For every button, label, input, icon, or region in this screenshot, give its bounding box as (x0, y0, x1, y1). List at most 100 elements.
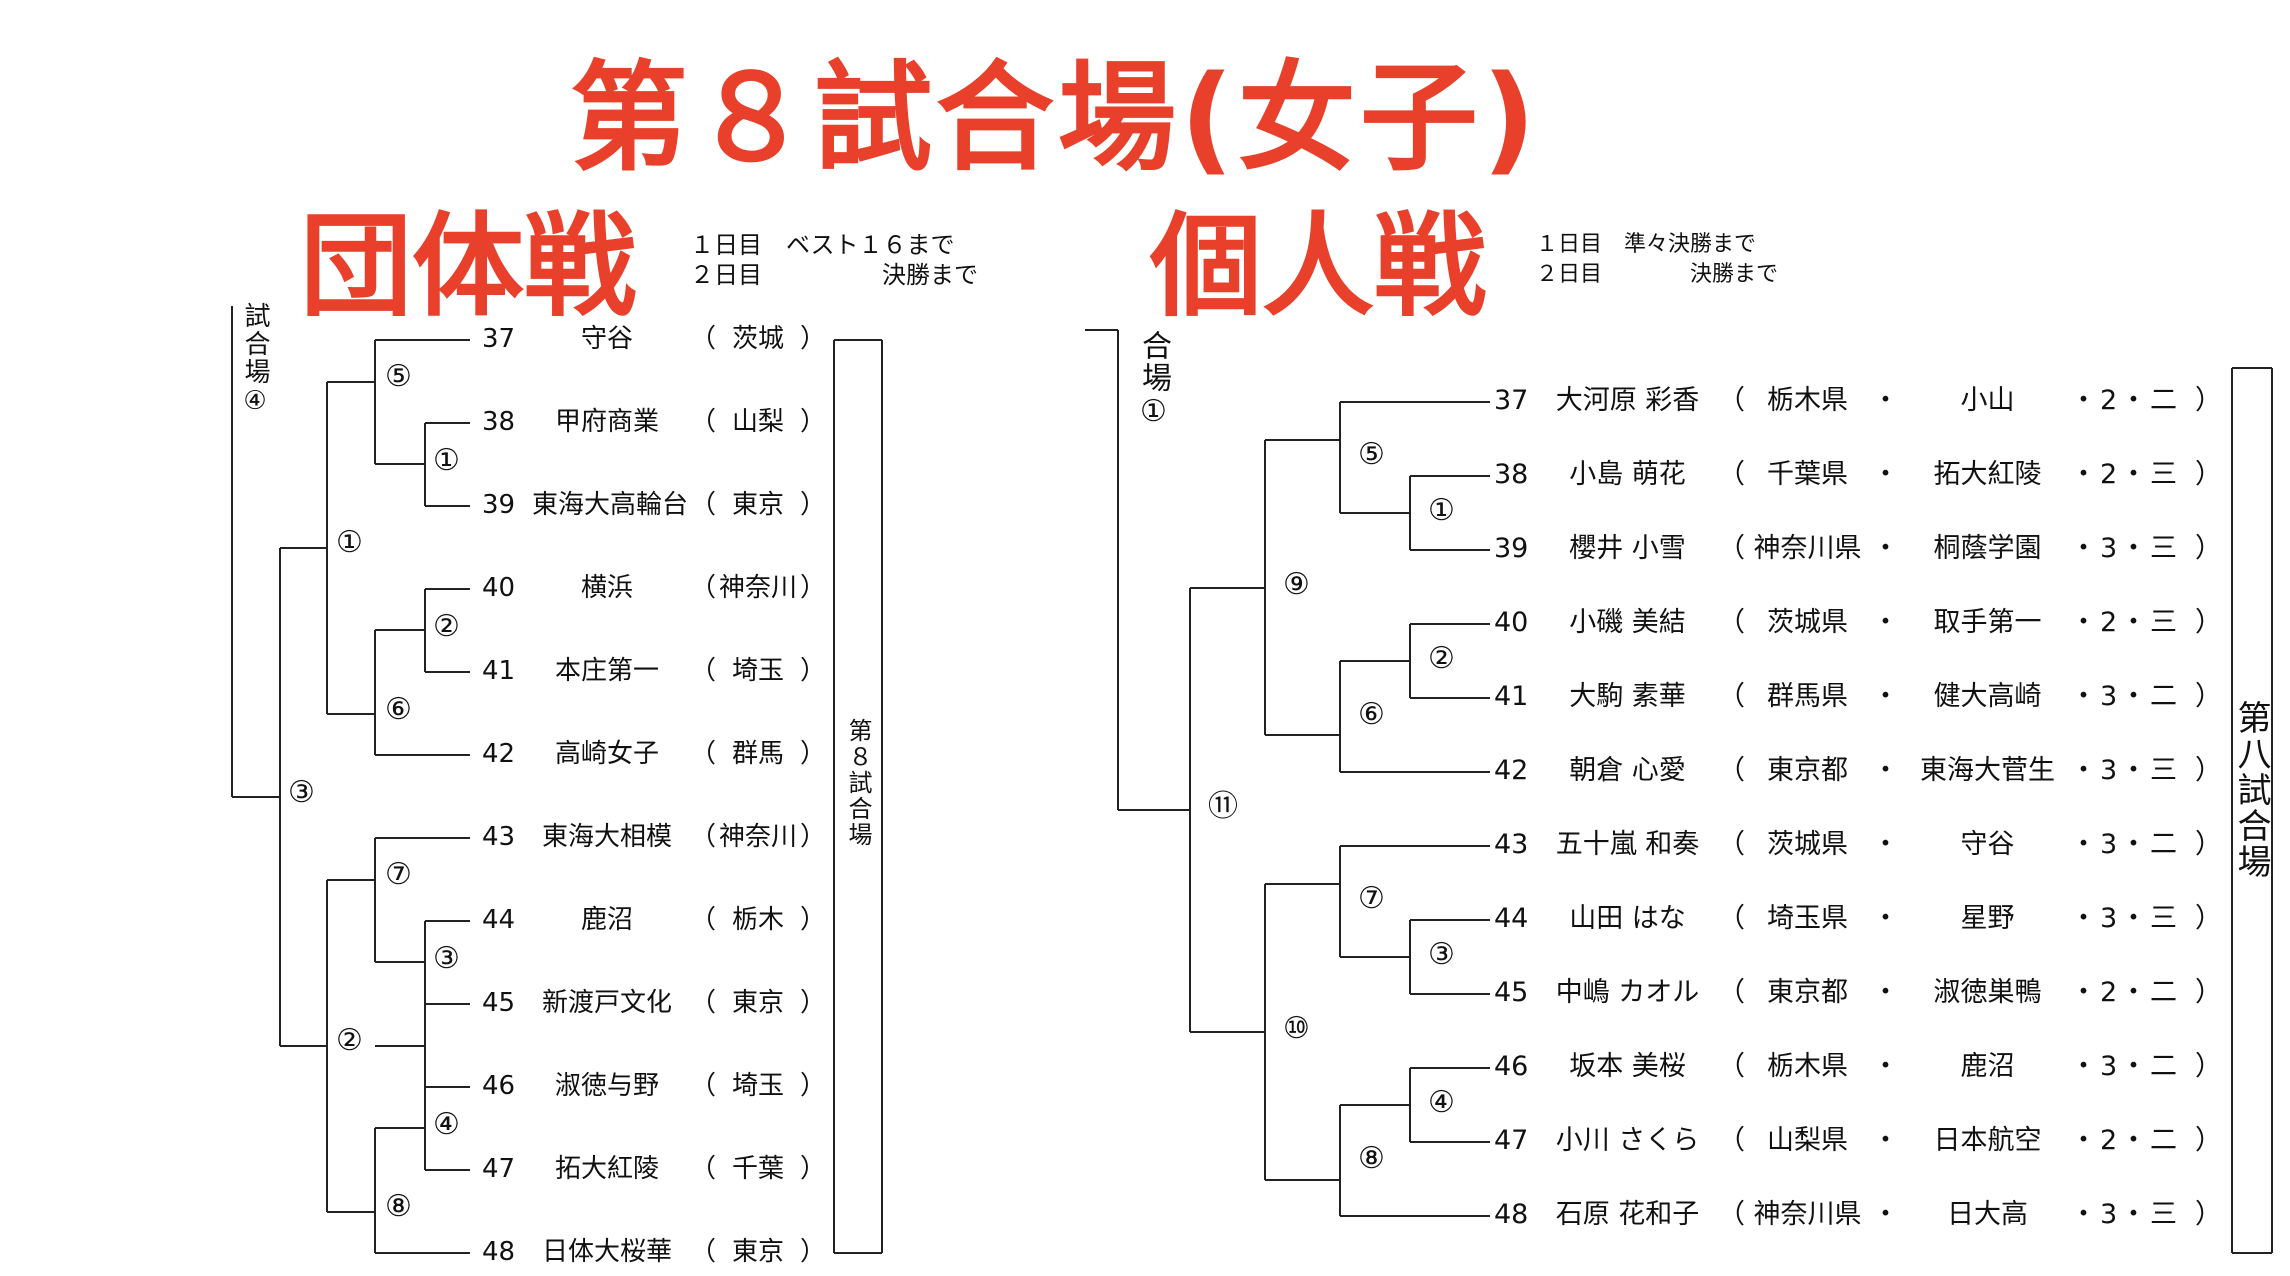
team-entry-prefecture: 東京 (731, 988, 784, 1018)
individual-entry-prefecture: 山梨県 (1767, 1125, 1848, 1156)
team-entry-close-paren: ） (800, 1071, 827, 1101)
individual-entry-year: 二 (2150, 1051, 2177, 1082)
individual-entry-separator: ・ (1872, 829, 1899, 860)
team-entry-number: 43 (482, 822, 516, 852)
individual-match-label: ① (1428, 493, 1455, 528)
team-entry-open-paren: （ (690, 656, 717, 686)
individual-entry-name: 大駒 素華 (1569, 681, 1686, 712)
team-match-label: ③ (288, 775, 315, 810)
individual-entry-name: 小磯 美結 (1569, 607, 1686, 638)
team-entry-number: 46 (482, 1071, 516, 1101)
individual-entry-year: 二 (2150, 977, 2177, 1008)
team-match-label: ⑥ (385, 692, 412, 727)
individual-entry-separator: ・ (2070, 681, 2097, 712)
individual-entry-number: 37 (1494, 385, 1529, 416)
team-schedule: １日目 ベスト１６まで ２日目 決勝まで (690, 230, 978, 290)
team-entry-open-paren: （ (690, 1071, 717, 1101)
individual-entry-separator: ・ (2070, 607, 2097, 638)
team-match-label: ⑤ (385, 359, 412, 394)
individual-entry-year: 三 (2150, 533, 2177, 564)
team-entry-number: 38 (482, 407, 516, 437)
team-entry-close-paren: ） (800, 905, 827, 935)
individual-entry-school: 星野 (1960, 903, 2015, 934)
individual-entry-separator: ・ (1872, 1125, 1899, 1156)
individual-entry-separator: ・ (2070, 385, 2097, 416)
individual-entry-separator: ・ (2120, 1199, 2147, 1230)
individual-entry-prefecture: 千葉県 (1767, 459, 1848, 490)
individual-entry-separator: ・ (1872, 385, 1899, 416)
team-entry-open-paren: （ (690, 1237, 717, 1267)
individual-entry-number: 39 (1494, 533, 1529, 564)
team-entry-prefecture: 栃木 (731, 905, 784, 935)
individual-entry-number: 43 (1494, 829, 1529, 860)
individual-entry-name: 櫻井 小雪 (1569, 533, 1686, 564)
individual-entry-separator: ・ (1872, 607, 1899, 638)
individual-entry-open-paren: （ (1718, 681, 1745, 712)
team-entry-close-paren: ） (800, 1237, 827, 1267)
individual-entry-open-paren: （ (1718, 1051, 1745, 1082)
individual-entry-grade: 2 (2100, 1125, 2118, 1156)
individual-entry-separator: ・ (2120, 385, 2147, 416)
individual-match-label: ⑩ (1283, 1011, 1310, 1046)
individual-entry-separator: ・ (2070, 977, 2097, 1008)
individual-entry-grade: 3 (2100, 829, 2118, 860)
team-entry-open-paren: （ (690, 1154, 717, 1184)
team-entry-open-paren: （ (690, 739, 717, 769)
individual-entry-number: 38 (1494, 459, 1529, 490)
individual-entry-separator: ・ (2070, 1125, 2097, 1156)
individual-schedule-day2: ２日目 決勝まで (1536, 262, 1779, 287)
team-court-label-side: 試合場④ (240, 302, 270, 418)
individual-entry-grade: 3 (2100, 903, 2118, 934)
team-entry-close-paren: ） (800, 988, 827, 1018)
individual-entry-school: 小山 (1960, 385, 2015, 416)
individual-entry-close-paren: ） (2195, 1051, 2222, 1082)
individual-entry-close-paren: ） (2195, 533, 2222, 564)
individual-entry-close-paren: ） (2195, 829, 2222, 860)
individual-entry-separator: ・ (1872, 533, 1899, 564)
individual-entry-separator: ・ (1872, 755, 1899, 786)
individual-entry-year: 三 (2150, 1199, 2177, 1230)
team-entry-open-paren: （ (690, 905, 717, 935)
individual-entry-grade: 3 (2100, 1199, 2118, 1230)
individual-entry-prefecture: 東京都 (1767, 977, 1848, 1008)
individual-schedule: １日目 準々決勝まで ２日目 決勝まで (1536, 230, 1778, 290)
individual-entry-separator: ・ (2120, 533, 2147, 564)
team-entry-number: 39 (482, 490, 516, 520)
individual-entry-prefecture: 栃木県 (1767, 385, 1848, 416)
individual-entry-close-paren: ） (2195, 607, 2222, 638)
team-entry-name: 鹿沼 (580, 905, 633, 935)
individual-entry-school: 鹿沼 (1960, 1051, 2015, 1082)
individual-entry-open-paren: （ (1718, 385, 1745, 416)
team-entry-number: 40 (482, 573, 516, 603)
individual-entry-separator: ・ (1872, 681, 1899, 712)
individual-entry-separator: ・ (2120, 607, 2147, 638)
individual-entry-number: 47 (1494, 1125, 1529, 1156)
individual-entry-close-paren: ） (2195, 977, 2222, 1008)
individual-entry-year: 三 (2150, 903, 2177, 934)
team-entry-name: 甲府商業 (554, 407, 659, 437)
individual-entry-prefecture: 群馬県 (1767, 681, 1848, 712)
team-entry-number: 37 (482, 324, 516, 354)
individual-entry-separator: ・ (2120, 755, 2147, 786)
team-entry-prefecture: 埼玉 (731, 1071, 784, 1101)
individual-entry-year: 二 (2150, 829, 2177, 860)
individual-entry-year: 三 (2150, 755, 2177, 786)
individual-entry-number: 48 (1494, 1199, 1529, 1230)
individual-match-label: ⑨ (1283, 567, 1310, 602)
team-entry-open-paren: （ (690, 490, 717, 520)
team-heading: 団体戦 (300, 202, 636, 332)
team-entry-prefecture: 神奈川 (718, 822, 797, 852)
individual-entry-school: 取手第一 (1933, 607, 2042, 638)
team-entry-prefecture: 東京 (731, 490, 784, 520)
team-entry-close-paren: ） (800, 739, 827, 769)
individual-entry-grade: 2 (2100, 459, 2118, 490)
individual-match-label: ⑦ (1358, 881, 1385, 916)
team-entry-close-paren: ） (800, 324, 827, 354)
individual-court-label-side: 合場① (1136, 330, 1171, 431)
team-entry-prefecture: 山梨 (731, 407, 784, 437)
individual-entry-number: 44 (1494, 903, 1529, 934)
individual-entry-open-paren: （ (1718, 607, 1745, 638)
individual-entry-name: 中嶋 カオル (1555, 977, 1700, 1008)
individual-entry-separator: ・ (2070, 829, 2097, 860)
individual-entry-name: 五十嵐 和奏 (1555, 829, 1700, 860)
